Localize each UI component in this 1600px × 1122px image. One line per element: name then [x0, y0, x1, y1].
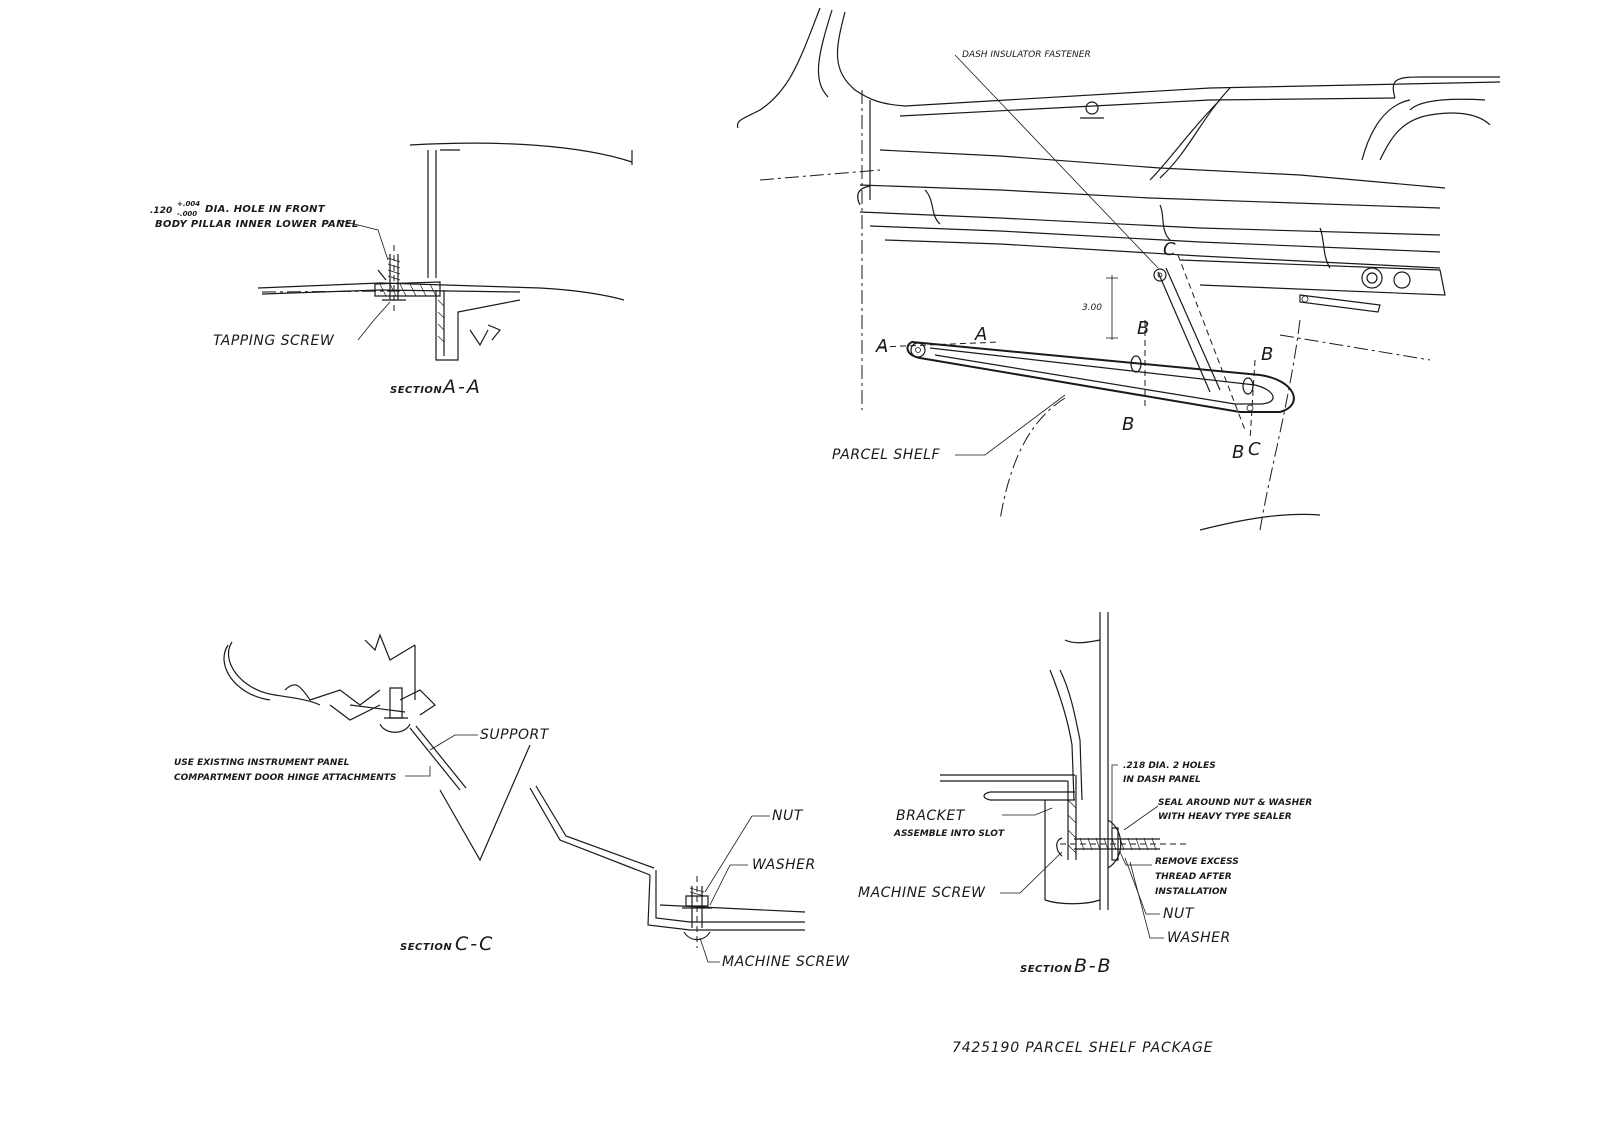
label-tol-plus: +.004: [177, 200, 200, 208]
section-mark-b-bottom: B: [1232, 442, 1244, 463]
label-seal-line1: SEAL AROUND NUT & WASHER: [1158, 798, 1312, 808]
label-washer-b: WASHER: [1167, 930, 1231, 946]
label-remove-line3: INSTALLATION: [1155, 887, 1227, 897]
section-b-b: .218 DIA. 2 HOLES IN DASH PANEL SEAL ARO…: [858, 612, 1312, 977]
section-a-a: .120 +.004 -.000 DIA. HOLE IN FRONT BODY…: [150, 142, 633, 398]
leader-dash-insulator: [954, 54, 1159, 269]
label-holes-line2: IN DASH PANEL: [1123, 775, 1201, 785]
label-remove-line1: REMOVE EXCESS: [1155, 857, 1239, 867]
section-b-word: SECTION: [1020, 964, 1072, 975]
leader-parcel-shelf: [955, 394, 1066, 456]
section-line-a: [879, 341, 1001, 348]
section-mark-b-lower-mid: B: [1122, 414, 1134, 435]
main-view: 3.00 DASH INSULATOR FASTENER PARCEL SHEL…: [736, 7, 1501, 531]
label-hole-line2: BODY PILLAR INNER LOWER PANEL: [155, 219, 359, 230]
label-nut-c: NUT: [772, 808, 804, 824]
label-seal-line2: WITH HEAVY TYPE SEALER: [1158, 812, 1292, 822]
section-mark-a-upper: A: [974, 324, 987, 345]
section-line-c: [1177, 254, 1246, 431]
section-mark-b-right: B: [1261, 344, 1273, 365]
dimension-label: 3.00: [1082, 303, 1102, 313]
label-bracket: BRACKET: [896, 808, 966, 824]
label-hole-dia: .120: [150, 206, 172, 216]
label-washer-c: WASHER: [752, 857, 816, 873]
support-rod: [1153, 267, 1221, 393]
drawing-caption: 7425190 PARCEL SHELF PACKAGE: [952, 1040, 1213, 1056]
label-parcel-shelf: PARCEL SHELF: [832, 447, 940, 463]
section-c-word: SECTION: [400, 942, 452, 953]
dashboard-outline: [736, 7, 1501, 531]
section-b-id: B-B: [1074, 955, 1113, 977]
label-nut-b: NUT: [1163, 906, 1195, 922]
label-dash-insulator-fastener: DASH INSULATOR FASTENER: [962, 50, 1091, 60]
label-hinge-line2: COMPARTMENT DOOR HINGE ATTACHMENTS: [174, 773, 396, 783]
label-hole-line1: DIA. HOLE IN FRONT: [205, 204, 326, 215]
section-a-id: A-A: [441, 376, 482, 398]
section-mark-b-upper-mid: B: [1137, 318, 1149, 339]
section-line-b-right: [1249, 359, 1256, 441]
label-holes-line1: .218 DIA. 2 HOLES: [1123, 761, 1216, 771]
section-mark-c-top: C: [1163, 239, 1176, 260]
label-machine-screw-b: MACHINE SCREW: [858, 885, 986, 901]
dimension-3-00: 3.00: [1082, 275, 1118, 340]
label-assemble: ASSEMBLE INTO SLOT: [893, 829, 1005, 839]
label-hinge-line1: USE EXISTING INSTRUMENT PANEL: [174, 758, 350, 768]
section-mark-a-left: A: [875, 336, 888, 357]
label-support: SUPPORT: [480, 727, 550, 743]
section-c-id: C-C: [455, 933, 494, 955]
label-remove-line2: THREAD AFTER: [1155, 872, 1232, 882]
label-tapping-screw: TAPPING SCREW: [213, 333, 335, 349]
section-mark-c-bottom: C: [1248, 439, 1261, 460]
label-tol-minus: -.000: [177, 210, 197, 218]
parcel-shelf: [906, 340, 1295, 413]
section-a-word: SECTION: [390, 385, 442, 396]
label-machine-screw-c: MACHINE SCREW: [722, 954, 850, 970]
section-c-c: SUPPORT USE EXISTING INSTRUMENT PANEL CO…: [174, 633, 850, 970]
